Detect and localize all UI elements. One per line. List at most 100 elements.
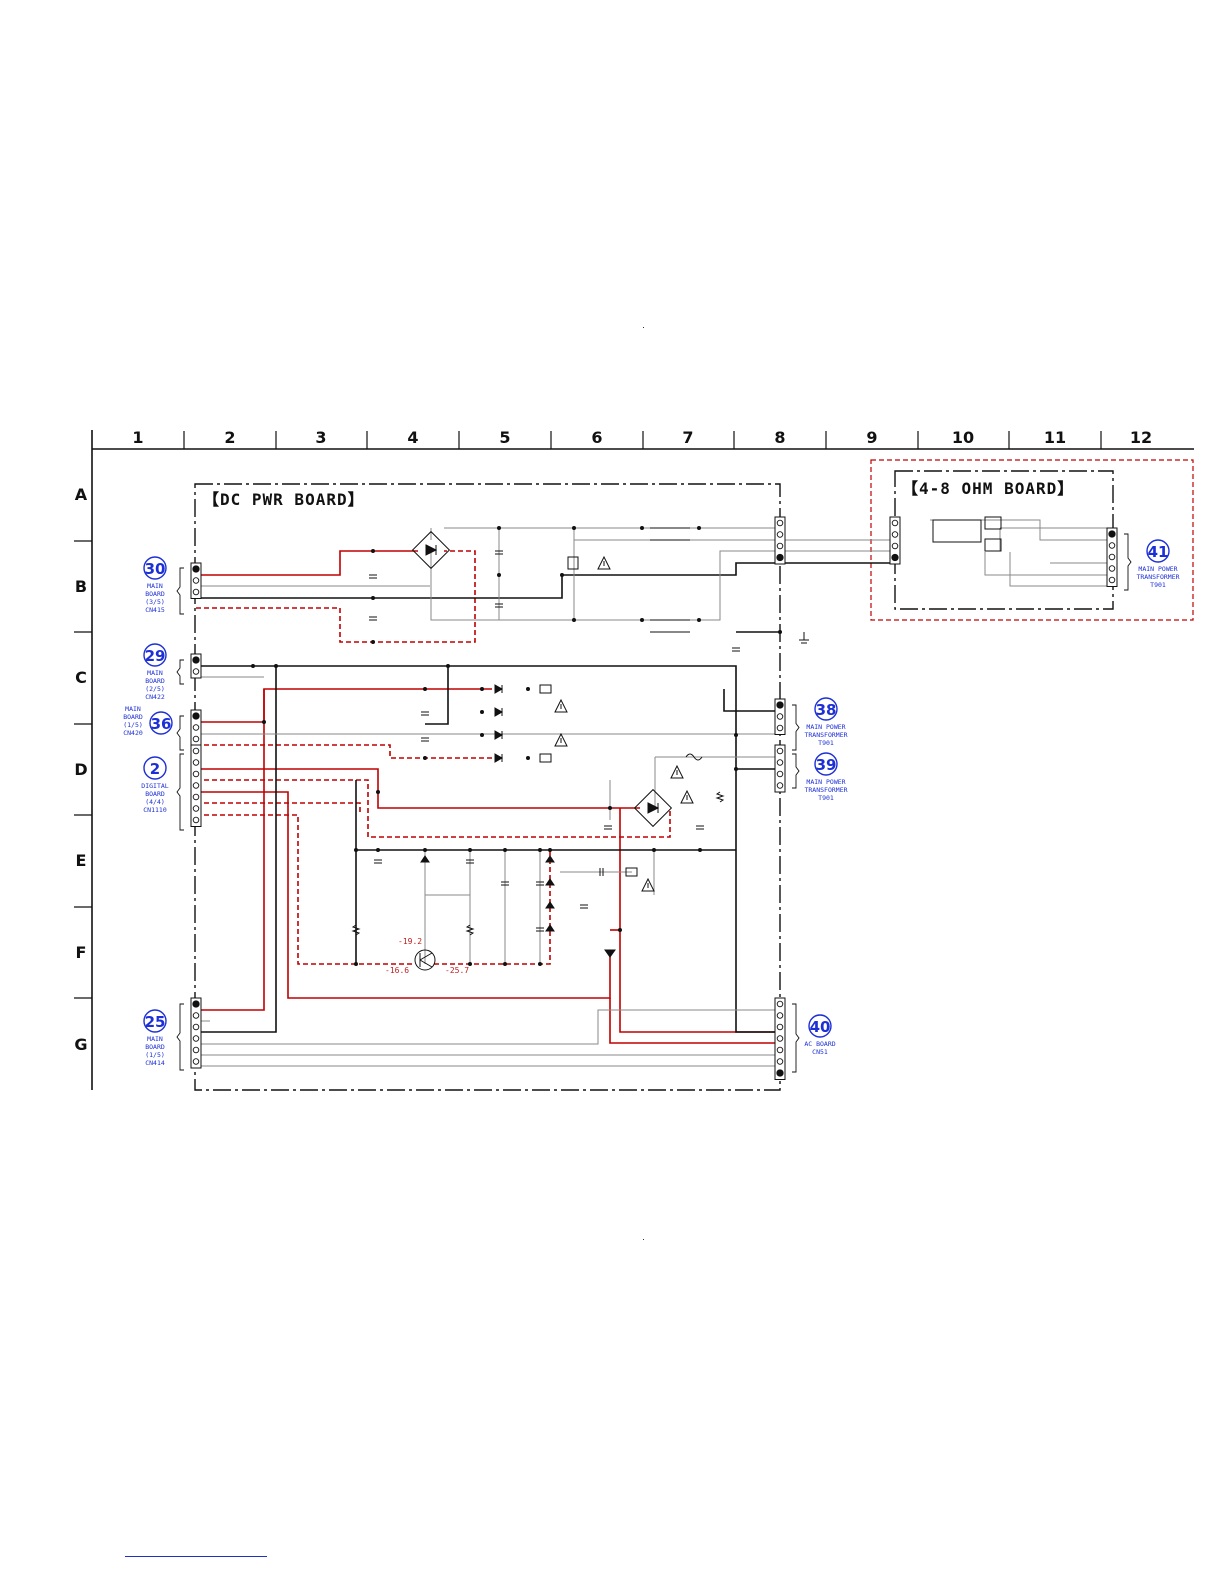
- connector-pin: [776, 1000, 784, 1008]
- grid-column-label: 10: [952, 428, 974, 447]
- connector-block: [190, 653, 202, 679]
- voltage-label-3: -25.7: [445, 966, 469, 975]
- ref-circle: [814, 752, 838, 776]
- connector-pin: [192, 577, 200, 584]
- ref-label-line: CN420: [123, 729, 143, 737]
- ref-label-line: CN414: [145, 1059, 165, 1067]
- ref-label-line: MAIN: [125, 705, 141, 713]
- connector-pin: [1108, 576, 1116, 584]
- components: [351, 516, 1002, 971]
- grid-row-label: F: [76, 943, 87, 962]
- ref-circle: [143, 756, 167, 780]
- connector-pin: [776, 747, 784, 755]
- connector-pin: [1108, 542, 1116, 549]
- ref-label-line: (2/5): [145, 685, 165, 693]
- connector-pin: [776, 759, 784, 766]
- ref-label-line: (1/5): [145, 1051, 165, 1059]
- ref-label-line: T901: [818, 739, 834, 747]
- connector-pin: [192, 1046, 200, 1054]
- connector-pin: [192, 805, 200, 812]
- connector-pin: [891, 553, 899, 562]
- connector-pin: [192, 656, 200, 664]
- connector-pin: [776, 531, 784, 538]
- connector-block: [190, 997, 202, 1069]
- grid-row-label: D: [74, 760, 87, 779]
- voltage-label-1: -19.2: [398, 937, 422, 946]
- connector-pin: [192, 793, 200, 801]
- connector-pin: [891, 542, 899, 550]
- connector-pin: [1108, 565, 1116, 572]
- grid-column-label: 11: [1044, 428, 1066, 447]
- ref-label-line: DIGITAL: [141, 782, 168, 790]
- grid-row-label: G: [74, 1035, 87, 1054]
- ref-label-line: BOARD: [123, 713, 143, 721]
- connector-pin: [776, 519, 784, 527]
- connector-pin: [776, 1058, 784, 1065]
- connector-pin: [776, 553, 784, 562]
- ref-label-line: CN422: [145, 693, 165, 701]
- ref-label-line: MAIN: [147, 1035, 163, 1043]
- grid-column-label: 4: [407, 428, 418, 447]
- ref-number: 29: [145, 647, 166, 665]
- grid-column-label: 12: [1130, 428, 1152, 447]
- ref-label-line: AC BOARD: [804, 1040, 835, 1048]
- signal-wires: [196, 519, 1112, 1067]
- connector-pin: [192, 1012, 200, 1019]
- ref-label-line: MAIN: [147, 582, 163, 590]
- connector-pin: [192, 782, 200, 789]
- grid-column-label: 2: [224, 428, 235, 447]
- connector-pin: [192, 724, 200, 731]
- ref-label-line: (3/5): [145, 598, 165, 606]
- connector-pin: [192, 1058, 200, 1065]
- connector-blocks: [190, 516, 1118, 1080]
- ref-number: 39: [816, 756, 837, 774]
- ref-number: 40: [810, 1018, 831, 1036]
- connector-pin: [192, 1023, 200, 1031]
- connector-pin: [776, 782, 784, 789]
- junction-dots: [251, 526, 782, 966]
- ref-circle: [808, 1014, 832, 1038]
- ref-label-line: T901: [818, 794, 834, 802]
- connector-block: [774, 744, 786, 793]
- connector-pin: [1108, 530, 1116, 538]
- connector-pin: [192, 668, 200, 675]
- ref-number: 2: [150, 760, 160, 778]
- footer-link-underline[interactable]: [125, 1556, 267, 1557]
- connector-pin: [776, 542, 784, 550]
- grid-row-label: C: [75, 668, 87, 687]
- connector-pin: [776, 1046, 784, 1054]
- ref-number: 41: [1148, 543, 1169, 561]
- ref-number: 36: [151, 715, 172, 733]
- connector-pin: [776, 1035, 784, 1042]
- grid-column-label: 8: [774, 428, 785, 447]
- ref-label-line: CN51: [812, 1048, 828, 1056]
- connector-pin: [192, 1035, 200, 1042]
- connector-pin: [192, 565, 200, 573]
- ref-label-line: MAIN POWER: [806, 723, 845, 731]
- grid-column-label: 7: [682, 428, 693, 447]
- black-wires: [196, 562, 895, 1033]
- connector-pin: [192, 747, 200, 755]
- grid-column-label: 1: [132, 428, 143, 447]
- voltage-label-2: -16.6: [385, 966, 409, 975]
- ref-circle: [1146, 539, 1170, 563]
- connector-pin: [776, 701, 784, 709]
- connector-pin: [776, 1069, 784, 1077]
- connector-pin: [776, 1023, 784, 1031]
- connector-pin: [776, 1012, 784, 1019]
- ref-label-line: TRANSFORMER: [804, 731, 847, 739]
- connector-pin: [192, 588, 200, 596]
- connector-block: [774, 516, 786, 565]
- ref-number: 25: [145, 1013, 166, 1031]
- dc-pwr-board-title: 【DC PWR BOARD】: [203, 490, 365, 509]
- connector-callouts: 30MAINBOARD(3/5)CN41529MAINBOARD(2/5)CN4…: [123, 533, 1180, 1073]
- ref-label-line: BOARD: [145, 677, 165, 685]
- ref-label-line: (4/4): [145, 798, 165, 806]
- ref-label-line: MAIN POWER: [1138, 565, 1177, 573]
